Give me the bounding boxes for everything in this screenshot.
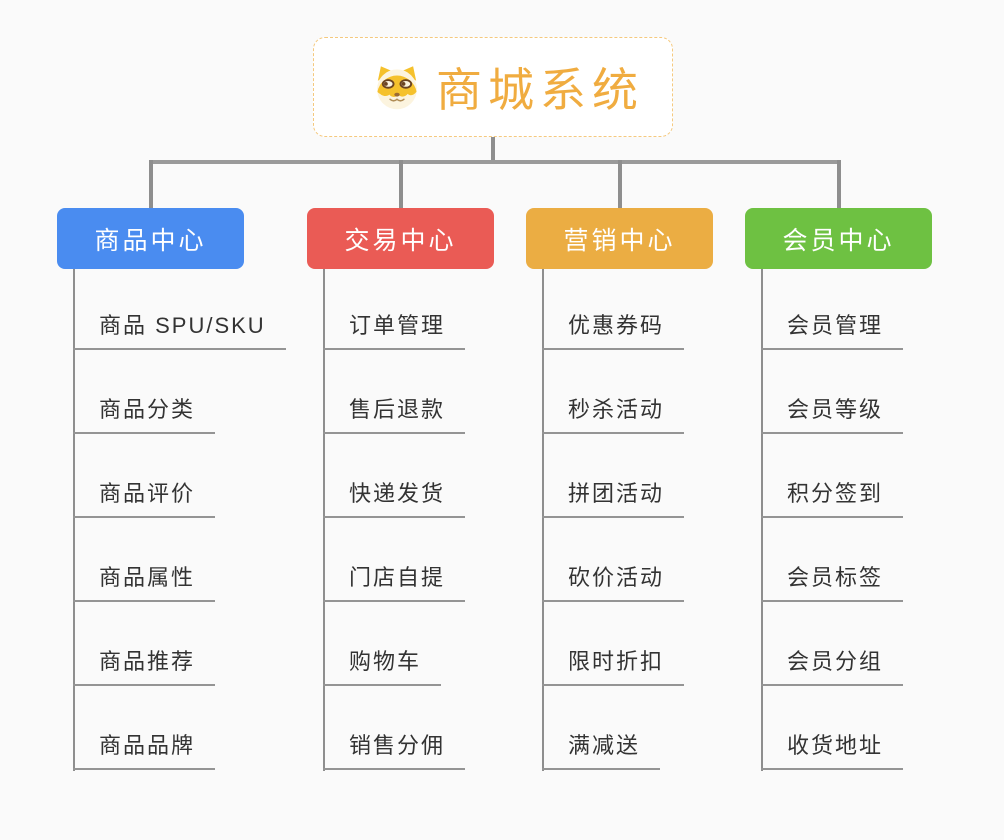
branch-children-member-center: 会员管理 会员等级 积分签到 会员标签 会员分组 收货地址 [761, 269, 996, 789]
branch-label: 会员中心 [782, 226, 895, 255]
branch-node-marketing-center[interactable]: 营销中心 [526, 208, 713, 269]
child-node-product-spu-sku[interactable]: 商品 SPU/SKU [73, 312, 286, 350]
child-node-spend-and-save[interactable]: 满减送 [542, 732, 661, 770]
child-node-product-attribute[interactable]: 商品属性 [73, 564, 216, 602]
child-node-member-management[interactable]: 会员管理 [761, 312, 904, 350]
child-node-product-category[interactable]: 商品分类 [73, 396, 216, 434]
child-node-order-management[interactable]: 订单管理 [323, 312, 466, 350]
child-node-limited-time-discount[interactable]: 限时折扣 [542, 648, 685, 686]
connector-stub-marketing-center [618, 160, 622, 208]
child-node-express-shipping[interactable]: 快递发货 [323, 480, 466, 518]
connector-stub-product-center [149, 160, 153, 208]
connector-column-line [73, 269, 75, 771]
connector-horizontal-bus [149, 160, 841, 164]
child-node-product-recommend[interactable]: 商品推荐 [73, 648, 216, 686]
doge-icon [377, 66, 417, 110]
branch-children-transaction-center: 订单管理 售后退款 快递发货 门店自提 购物车 销售分佣 [323, 269, 558, 789]
branch-label: 商品中心 [94, 226, 207, 255]
branch-node-product-center[interactable]: 商品中心 [57, 208, 244, 269]
branch-children-product-center: 商品 SPU/SKU 商品分类 商品评价 商品属性 商品推荐 商品品牌 [73, 269, 308, 789]
connector-root-vertical [491, 137, 495, 163]
connector-column-line [761, 269, 763, 771]
connector-column-line [542, 269, 544, 771]
branch-label: 交易中心 [344, 226, 457, 255]
child-node-product-review[interactable]: 商品评价 [73, 480, 216, 518]
root-node[interactable]: 商城系统 [313, 37, 673, 137]
child-node-store-pickup[interactable]: 门店自提 [323, 564, 466, 602]
branch-node-transaction-center[interactable]: 交易中心 [307, 208, 494, 269]
connector-stub-transaction-center [399, 160, 403, 208]
child-node-product-brand[interactable]: 商品品牌 [73, 732, 216, 770]
branch-children-marketing-center: 优惠券码 秒杀活动 拼团活动 砍价活动 限时折扣 满减送 [542, 269, 777, 789]
connector-column-line [323, 269, 325, 771]
child-node-flash-sale[interactable]: 秒杀活动 [542, 396, 685, 434]
child-node-coupon-code[interactable]: 优惠券码 [542, 312, 685, 350]
root-title: 商城系统 [436, 64, 644, 116]
connector-stub-member-center [837, 160, 841, 208]
child-node-member-groups[interactable]: 会员分组 [761, 648, 904, 686]
child-node-shipping-address[interactable]: 收货地址 [761, 732, 904, 770]
child-node-bargain-activity[interactable]: 砍价活动 [542, 564, 685, 602]
child-node-sales-commission[interactable]: 销售分佣 [323, 732, 466, 770]
branch-node-member-center[interactable]: 会员中心 [745, 208, 932, 269]
child-node-aftersale-refund[interactable]: 售后退款 [323, 396, 466, 434]
child-node-shopping-cart[interactable]: 购物车 [323, 648, 442, 686]
child-node-member-level[interactable]: 会员等级 [761, 396, 904, 434]
child-node-member-tags[interactable]: 会员标签 [761, 564, 904, 602]
child-node-group-buy[interactable]: 拼团活动 [542, 480, 685, 518]
branch-label: 营销中心 [563, 226, 676, 255]
child-node-points-checkin[interactable]: 积分签到 [761, 480, 904, 518]
